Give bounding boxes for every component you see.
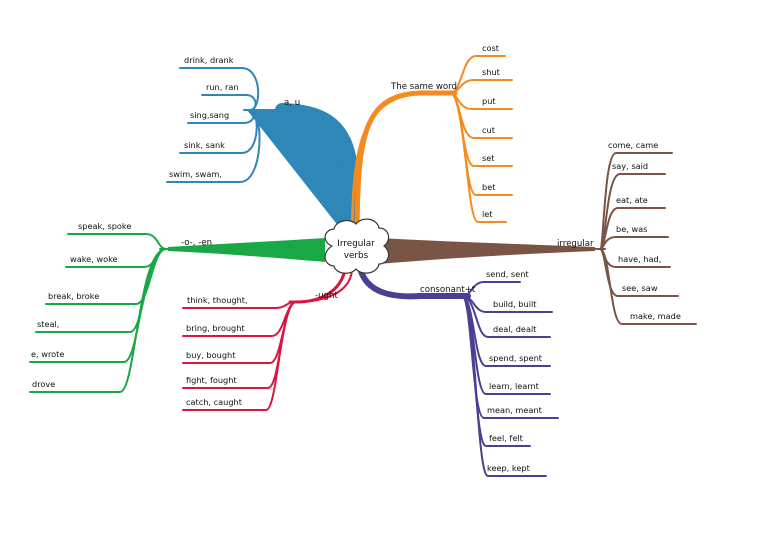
leaf-consonant-t-2: deal, dealt xyxy=(493,324,537,334)
leaf-a-u-4: swim, swam, xyxy=(169,169,222,179)
leaf-same-word-4: set xyxy=(482,153,495,163)
leaf-a-u-3: sink, sank xyxy=(184,140,225,150)
leaf-o-en-3: steal, xyxy=(37,319,59,329)
branch-label-o-en: -o-, -en xyxy=(181,238,212,248)
leaf-irregular-3: be, was xyxy=(616,224,647,234)
leaf-o-en-1: wake, woke xyxy=(70,254,118,264)
branch-ught xyxy=(182,268,353,411)
leaf-irregular-5: see, saw xyxy=(622,283,658,293)
branch-a-u xyxy=(166,67,360,239)
branch-label-consonant-t: consonant+t xyxy=(420,285,476,295)
center-cloud-shape xyxy=(324,218,390,274)
leaf-irregular-2: eat, ate xyxy=(616,195,648,205)
leaf-consonant-t-6: feel, felt xyxy=(489,433,524,443)
leaf-o-en-0: speak, spoke xyxy=(78,221,131,231)
leaf-same-word-1: shut xyxy=(482,67,501,77)
center-title-line-1: Irregular xyxy=(337,239,375,249)
leaf-irregular-4: have, had, xyxy=(618,254,661,264)
leaf-a-u-0: drink, drank xyxy=(184,55,234,65)
leaf-consonant-t-3: spend, spent xyxy=(489,353,543,363)
leaf-same-word-3: cut xyxy=(482,125,496,135)
leaf-irregular-0: come, came xyxy=(608,140,658,150)
branch-irregular xyxy=(378,152,697,325)
leaf-ught-2: buy, bought xyxy=(186,350,236,360)
leaf-same-word-0: cost xyxy=(482,43,500,53)
leaf-ught-1: bring, brought xyxy=(186,323,245,333)
leaf-o-en-5: drove xyxy=(32,379,55,389)
leaf-irregular-1: say, said xyxy=(612,161,648,171)
leaf-ught-3: fight, fought xyxy=(186,375,237,385)
branch-label-a-u: a, u xyxy=(284,98,300,108)
leaf-consonant-t-4: learn, learnt xyxy=(489,381,540,391)
branch-consonant-t xyxy=(357,265,559,477)
branch-label-ught: -ught xyxy=(315,291,338,301)
branch-same-word xyxy=(350,55,513,235)
leaf-consonant-t-0: send, sent xyxy=(486,269,529,279)
leaf-consonant-t-5: mean, meant xyxy=(487,405,543,415)
leaf-consonant-t-7: keep, kept xyxy=(487,463,531,473)
leaf-ught-4: catch, caught xyxy=(186,397,243,407)
leaf-a-u-1: run, ran xyxy=(206,82,239,92)
leaf-a-u-2: sing,sang xyxy=(190,110,229,120)
leaf-same-word-6: let xyxy=(482,209,493,219)
leaf-same-word-2: put xyxy=(482,96,496,106)
leaf-irregular-6: make, made xyxy=(630,311,681,321)
branch-o-en xyxy=(29,233,325,393)
center-node: Irregular verbs xyxy=(324,218,390,274)
center-title-line-2: verbs xyxy=(344,251,369,261)
branch-label-irregular: irregular xyxy=(557,239,594,249)
leaf-same-word-5: bet xyxy=(482,182,496,192)
leaf-ught-0: think, thought, xyxy=(187,295,248,305)
leaf-o-en-2: break, broke xyxy=(48,291,99,301)
leaf-consonant-t-1: build, built xyxy=(493,299,537,309)
leaf-o-en-4: e, wrote xyxy=(31,349,64,359)
branch-label-same-word: The same word xyxy=(390,82,457,92)
